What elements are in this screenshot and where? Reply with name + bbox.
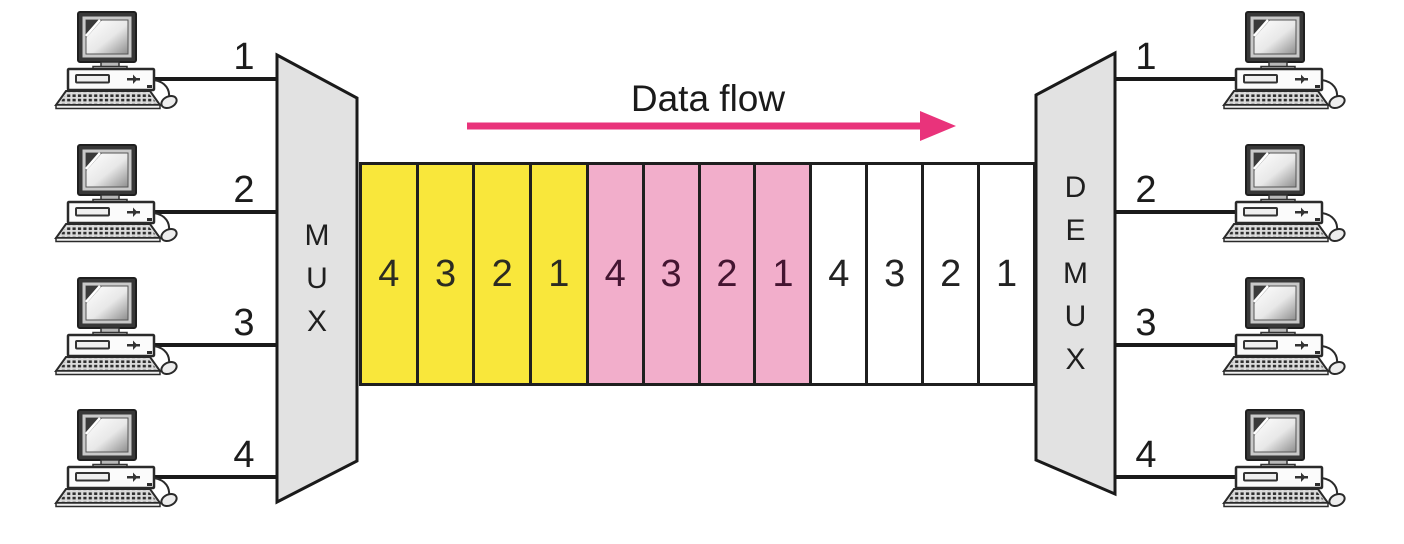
computer-icon [1222, 408, 1348, 510]
mux-label: M U X [277, 55, 357, 502]
demux-letter: D [1064, 171, 1087, 204]
time-slot: 1 [529, 165, 586, 383]
demux-label: D E M U X [1036, 53, 1115, 494]
computer-icon [54, 10, 180, 112]
mux-letter: M [304, 219, 330, 252]
computer-icon [1222, 276, 1348, 378]
left-port-label-3: 3 [233, 302, 255, 344]
time-slot: 3 [415, 165, 473, 383]
demux-trapezoid [1034, 50, 1117, 497]
left-port-label-4: 4 [233, 434, 255, 476]
data-flow-label: Data flow [630, 78, 786, 119]
mux-letter: X [306, 305, 327, 338]
time-slot: 2 [921, 165, 978, 383]
left-connection-lines [148, 77, 280, 479]
computer-icon [1222, 143, 1348, 245]
mux-letter: U [306, 262, 328, 295]
computer-icon [54, 143, 180, 245]
right-port-label-4: 4 [1135, 434, 1157, 476]
left-port-label-2: 2 [233, 169, 255, 211]
data-flow-arrow [467, 111, 956, 141]
time-slot: 2 [472, 165, 530, 383]
time-slot: 4 [585, 165, 642, 383]
time-slot: 1 [977, 165, 1034, 383]
demux-letter: M [1063, 257, 1088, 290]
computer-icon [1222, 10, 1348, 112]
time-slot: 3 [865, 165, 922, 383]
demux-letter: U [1064, 300, 1087, 333]
right-connection-lines [1113, 77, 1250, 479]
computer-icon [54, 276, 180, 378]
left-port-label-1: 1 [233, 36, 255, 78]
mux-trapezoid [275, 52, 359, 505]
time-slot: 4 [362, 165, 416, 383]
demux-letter: X [1065, 343, 1086, 376]
right-port-label-2: 2 [1135, 169, 1157, 211]
time-slot: 3 [641, 165, 698, 383]
computer-icon [54, 408, 180, 510]
time-slot: 4 [809, 165, 866, 383]
right-port-label-3: 3 [1135, 302, 1157, 344]
time-slot: 1 [753, 165, 810, 383]
arrow-head [920, 111, 956, 141]
right-port-label-1: 1 [1135, 36, 1157, 78]
demux-letter: E [1065, 214, 1086, 247]
time-slot: 2 [697, 165, 754, 383]
